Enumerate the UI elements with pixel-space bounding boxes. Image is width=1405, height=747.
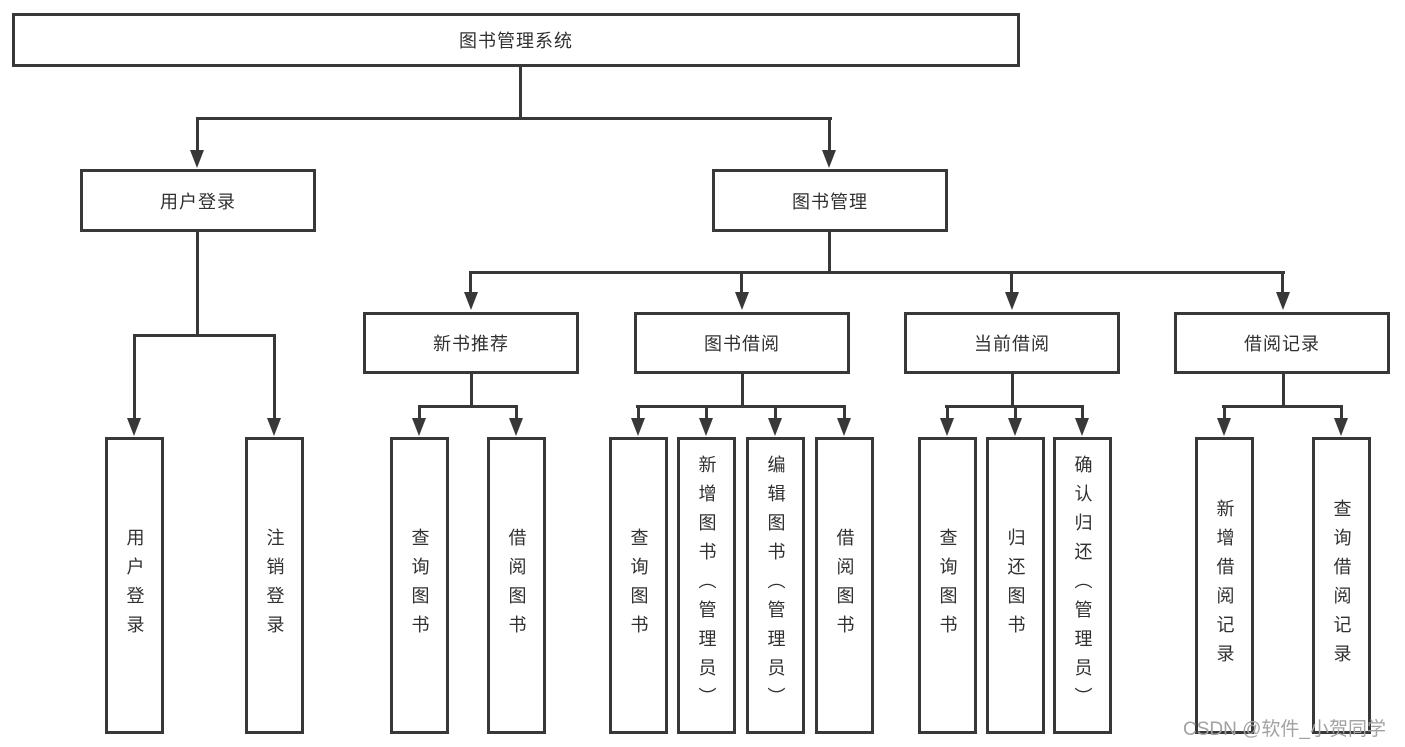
connector-line	[519, 67, 522, 120]
connector-line	[1281, 274, 1284, 292]
leaf-confirm-return-admin: 确认归还（管理员）	[1053, 437, 1112, 734]
arrow-down-icon	[412, 418, 426, 436]
arrow-down-icon	[127, 418, 141, 436]
arrow-down-icon	[631, 418, 645, 436]
leaf-add-books-admin: 新增图书（管理员）	[677, 437, 736, 734]
connector-line	[705, 408, 708, 418]
connector-line	[1010, 274, 1013, 292]
leaf-user-login-label: 用户登录	[124, 527, 145, 644]
arrow-down-icon	[267, 418, 281, 436]
connector-line	[418, 405, 518, 408]
arrow-down-icon	[735, 292, 749, 310]
node-current-borrowing-label: 当前借阅	[974, 334, 1050, 354]
node-root: 图书管理系统	[12, 13, 1020, 67]
leaf-borrow-books-borrowing-label: 借阅图书	[834, 527, 855, 644]
arrow-down-icon	[1008, 418, 1022, 436]
connector-line	[946, 408, 949, 418]
leaf-query-books-current: 查询图书	[918, 437, 977, 734]
leaf-add-borrow-record-label: 新增借阅记录	[1214, 498, 1235, 673]
connector-line	[741, 374, 744, 408]
leaf-return-books: 归还图书	[986, 437, 1045, 734]
connector-line	[636, 405, 846, 408]
leaf-add-borrow-record: 新增借阅记录	[1195, 437, 1254, 734]
leaf-borrow-books-recommend-label: 借阅图书	[506, 527, 527, 644]
node-borrowing-records-label: 借阅记录	[1244, 334, 1320, 354]
connector-line	[828, 120, 831, 152]
leaf-logout: 注销登录	[245, 437, 304, 734]
arrow-down-icon	[1217, 418, 1231, 436]
leaf-query-borrow-record-label: 查询借阅记录	[1331, 498, 1352, 673]
connector-line	[1222, 405, 1343, 408]
arrow-down-icon	[509, 418, 523, 436]
arrow-down-icon	[768, 418, 782, 436]
node-current-borrowing: 当前借阅	[904, 312, 1120, 374]
leaf-confirm-return-admin-label: 确认归还（管理员）	[1072, 455, 1093, 716]
arrow-down-icon	[1075, 418, 1089, 436]
connector-line	[133, 337, 136, 418]
arrow-down-icon	[1005, 292, 1019, 310]
connector-line	[1081, 408, 1084, 418]
node-root-label: 图书管理系统	[459, 31, 573, 51]
arrow-down-icon	[837, 418, 851, 436]
connector-line	[1014, 408, 1017, 418]
leaf-user-login: 用户登录	[105, 437, 164, 734]
connector-line	[945, 405, 1084, 408]
arrow-down-icon	[190, 150, 204, 168]
connector-line	[273, 337, 276, 418]
node-user-login: 用户登录	[80, 169, 316, 232]
node-book-borrowing: 图书借阅	[634, 312, 850, 374]
connector-line	[1282, 374, 1285, 408]
connector-line	[740, 274, 743, 292]
connector-line	[196, 232, 199, 337]
connector-line	[1340, 408, 1343, 418]
connector-line	[469, 274, 472, 292]
leaf-add-books-admin-label: 新增图书（管理员）	[696, 455, 717, 716]
node-new-book-recommendation-label: 新书推荐	[433, 334, 509, 354]
arrow-down-icon	[822, 150, 836, 168]
leaf-borrow-books-borrowing: 借阅图书	[815, 437, 874, 734]
node-new-book-recommendation: 新书推荐	[363, 312, 579, 374]
connector-line	[469, 271, 1285, 274]
leaf-edit-books-admin-label: 编辑图书（管理员）	[765, 455, 786, 716]
leaf-query-books-borrowing: 查询图书	[609, 437, 668, 734]
connector-line	[418, 408, 421, 418]
leaf-query-books-borrowing-label: 查询图书	[628, 527, 649, 644]
leaf-query-borrow-record: 查询借阅记录	[1312, 437, 1371, 734]
node-book-borrowing-label: 图书借阅	[704, 334, 780, 354]
leaf-edit-books-admin: 编辑图书（管理员）	[746, 437, 805, 734]
node-book-management: 图书管理	[712, 169, 948, 232]
leaf-borrow-books-recommend: 借阅图书	[487, 437, 546, 734]
connector-line	[196, 120, 199, 152]
connector-line	[196, 117, 832, 120]
connector-line	[843, 408, 846, 418]
leaf-query-books-recommend-label: 查询图书	[409, 527, 430, 644]
leaf-query-books-recommend: 查询图书	[390, 437, 449, 734]
watermark: CSDN @软件_小贺同学	[1183, 719, 1386, 740]
arrow-down-icon	[699, 418, 713, 436]
node-borrowing-records: 借阅记录	[1174, 312, 1390, 374]
arrow-down-icon	[464, 292, 478, 310]
arrow-down-icon	[1334, 418, 1348, 436]
leaf-query-books-current-label: 查询图书	[937, 527, 958, 644]
connector-line	[1223, 408, 1226, 418]
leaf-return-books-label: 归还图书	[1005, 527, 1026, 644]
leaf-logout-label: 注销登录	[264, 527, 285, 644]
arrow-down-icon	[940, 418, 954, 436]
connector-line	[774, 408, 777, 418]
connector-line	[470, 374, 473, 408]
connector-line	[515, 408, 518, 418]
connector-line	[637, 408, 640, 418]
node-book-management-label: 图书管理	[792, 191, 868, 212]
arrow-down-icon	[1276, 292, 1290, 310]
connector-line	[828, 232, 831, 274]
connector-line	[133, 334, 276, 337]
connector-line	[1011, 374, 1014, 408]
node-user-login-label: 用户登录	[160, 191, 236, 212]
